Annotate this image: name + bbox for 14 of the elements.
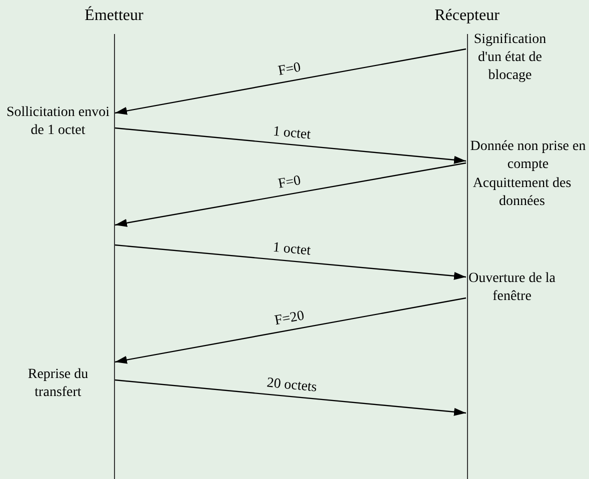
message-arrow [114, 48, 466, 115]
message-arrow [114, 127, 466, 164]
lifeline-title: Émetteur [84, 6, 144, 26]
message-arrow [114, 162, 466, 227]
message-arrow [114, 244, 466, 280]
message-arrow [114, 297, 466, 364]
note-text: Sollicitation envoi de 1 octet [5, 104, 111, 140]
note-text: Reprise du transfert [26, 366, 90, 402]
note-text: Signification d'un état de blocage [472, 31, 548, 85]
note-text: Ouverture de la fenêtre [467, 270, 557, 306]
lifeline-title: Récepteur [434, 6, 500, 26]
message-arrow [114, 379, 466, 416]
note-text: Acquittement des données [472, 175, 572, 211]
note-text: Donnée non prise en compte [469, 138, 587, 174]
